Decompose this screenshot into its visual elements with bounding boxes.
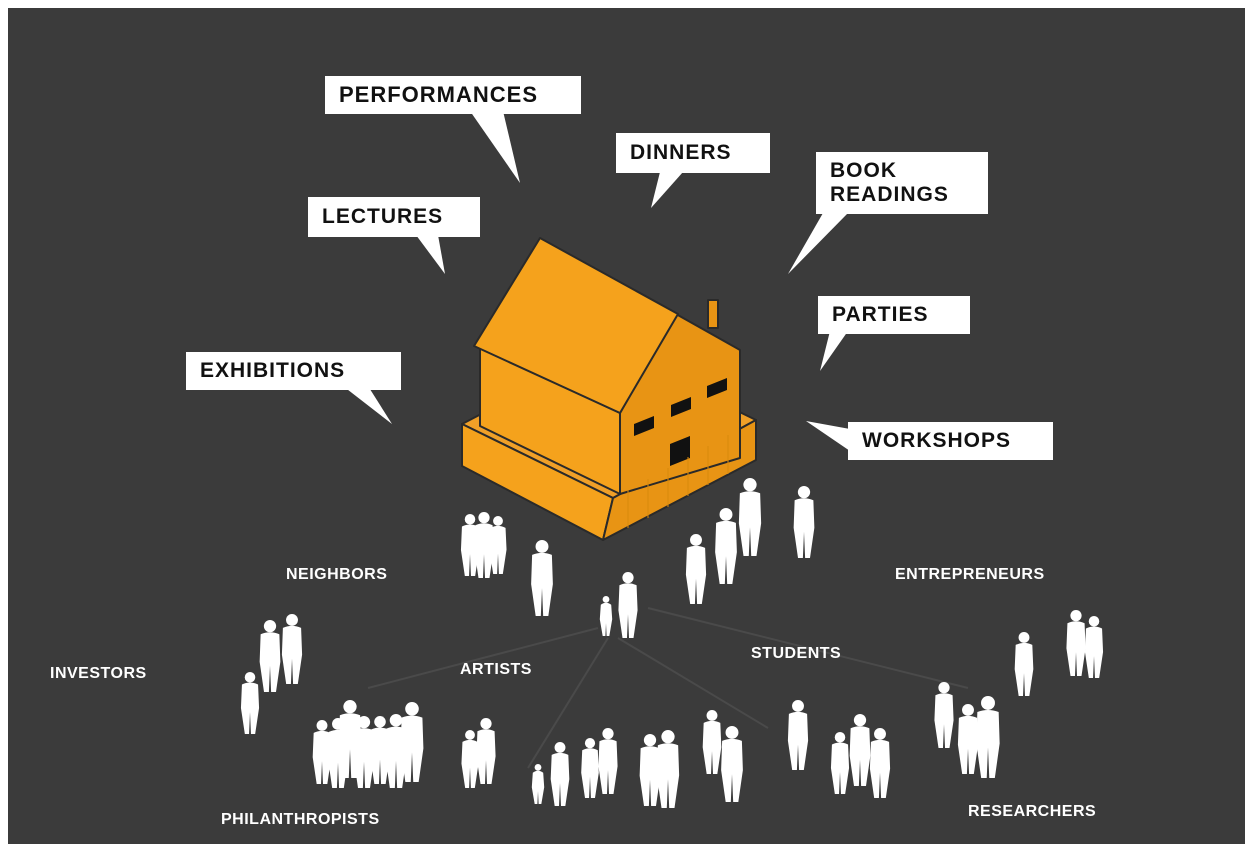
person-silhouette [656,730,680,808]
tail-exhibitions [343,386,392,424]
person-silhouette [869,728,891,798]
person-silhouette [474,512,494,578]
person-silhouette [721,726,743,802]
bubble-lectures-text: LECTURES [322,205,444,228]
person-silhouette [259,620,281,692]
house-windows [634,378,727,466]
bubble-dinners-text: DINNERS [630,141,732,164]
person-silhouette [1084,616,1104,678]
bubble-parties: PARTIES [818,296,970,334]
person-silhouette [787,700,809,770]
tail-lectures [416,235,445,274]
bubble-tails [343,111,850,451]
tail-dinners [651,172,683,208]
bubble-parties-text: PARTIES [832,303,929,326]
person-silhouette [685,534,707,604]
person-silhouette [461,730,479,788]
bubble-book-readings-line2: READINGS [830,183,949,206]
person-silhouette [1014,632,1034,696]
tail-workshops [806,421,850,451]
person-silhouette [738,478,762,556]
person-silhouette [849,714,871,786]
diagram-artwork [240,111,1104,808]
label-artists: ARTISTS [460,661,532,678]
label-philanthropists: PHILANTHROPISTS [221,811,380,828]
person-silhouette [934,682,954,748]
bubble-book-readings: BOOK READINGS [816,152,988,214]
person-silhouette [550,742,570,806]
person-silhouette [702,710,722,774]
house-illustration [461,237,757,541]
label-students: STUDENTS [751,645,842,662]
person-silhouette [370,716,390,784]
person-silhouette [531,540,553,616]
label-entrepreneurs: ENTREPRENEURS [895,566,1045,583]
person-silhouette [489,516,507,574]
bubble-exhibitions-text: EXHIBITIONS [200,359,346,382]
person-silhouette [1066,610,1086,676]
person-silhouette [460,514,480,576]
bubble-workshops-text: WORKSHOPS [862,429,1012,452]
bubble-dinners: DINNERS [616,133,770,173]
person-silhouette [240,672,260,734]
person-silhouette [353,716,375,788]
person-silhouette [581,738,599,798]
label-neighbors: NEIGHBORS [286,566,388,583]
tail-parties [820,331,848,371]
bubble-workshops: WORKSHOPS [848,422,1053,460]
bubble-lectures: LECTURES [308,197,480,237]
person-silhouette [639,734,661,806]
person-silhouette [976,696,1000,778]
bubble-performances-text: PERFORMANCES [339,82,539,107]
person-silhouette [312,720,332,784]
person-silhouette [400,702,424,782]
tail-book-readings [788,213,848,274]
bubble-exhibitions: EXHIBITIONS [186,352,401,390]
connector-lines [367,607,969,769]
tail-performances [470,111,520,183]
label-researchers: RESEARCHERS [968,803,1097,820]
people-silhouettes [240,478,1104,808]
person-silhouette [281,614,303,684]
person-silhouette [599,596,613,636]
person-silhouette [618,572,638,638]
person-silhouette [598,728,618,794]
person-silhouette [793,486,815,558]
person-silhouette [957,704,979,774]
diagram-canvas: PERFORMANCES DINNERS BOOK READINGS LECTU… [8,8,1245,844]
bubble-book-readings-line1: BOOK [830,159,897,182]
person-silhouette [476,718,496,784]
bubble-performances: PERFORMANCES [325,76,581,114]
person-silhouette [830,732,850,794]
label-investors: INVESTORS [50,665,147,682]
person-silhouette [531,764,545,804]
person-silhouette [715,508,737,584]
